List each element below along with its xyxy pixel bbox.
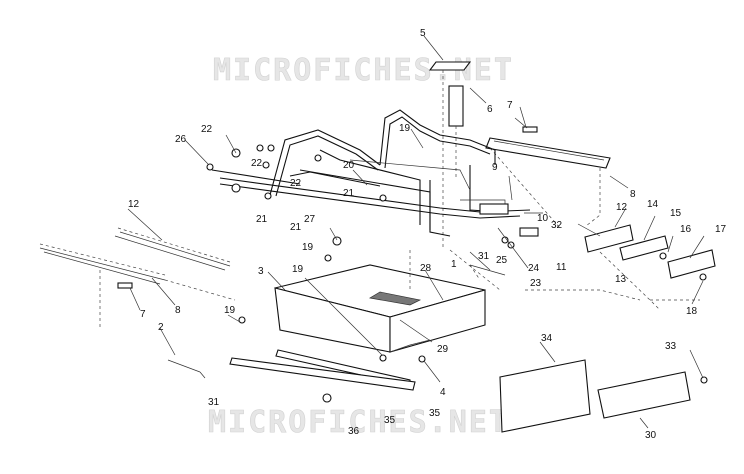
callout-2: 2 — [158, 322, 164, 333]
callout-13: 13 — [615, 274, 627, 285]
callout-32: 32 — [551, 220, 563, 231]
callout-15: 15 — [670, 208, 682, 219]
callout-10: 10 — [537, 213, 549, 224]
angle-bar-top — [485, 137, 629, 229]
pin-left — [117, 282, 141, 311]
callout-29: 29 — [437, 344, 449, 355]
side-rail-left-upper — [114, 227, 231, 271]
fasteners-11-24-25 — [497, 212, 543, 269]
bolt-4 — [418, 355, 441, 383]
side-rail-left-lower — [39, 243, 236, 330]
watermark-top: MICROFICHES.NET — [213, 53, 514, 88]
washer-27 — [329, 227, 342, 246]
tubular-rack — [219, 109, 531, 237]
callout-26: 26 — [175, 134, 187, 145]
nuts-21 — [231, 154, 387, 202]
callout-labels: 5 6 7 19 22 22 22 26 20 21 21 21 9 8 12 … — [128, 28, 727, 441]
callout-3: 3 — [258, 266, 264, 277]
bolts-19 — [238, 254, 387, 362]
pin-top — [514, 117, 538, 133]
leader-lines — [127, 35, 705, 363]
plate-34 — [499, 359, 591, 433]
callout-19-mid: 19 — [302, 242, 314, 253]
callout-24: 24 — [528, 263, 540, 274]
callout-19-left: 19 — [224, 305, 236, 316]
callout-33: 33 — [665, 341, 677, 352]
strip-35-lower — [229, 357, 416, 391]
callout-36: 36 — [348, 426, 360, 437]
callout-23: 23 — [530, 278, 542, 289]
screw-36 — [322, 393, 332, 403]
callout-11: 11 — [556, 262, 567, 273]
callout-31-top: 31 — [478, 251, 490, 262]
callout-21-a: 21 — [343, 188, 355, 199]
callout-21-c: 21 — [290, 222, 302, 233]
bracket-cluster — [577, 223, 716, 311]
callout-17: 17 — [715, 224, 727, 235]
watermark-bottom: MICROFICHES.NET — [208, 405, 509, 440]
callout-4: 4 — [440, 387, 446, 398]
callout-20: 20 — [343, 160, 355, 171]
callout-19-top: 19 — [399, 123, 411, 134]
callout-25: 25 — [496, 255, 508, 266]
callout-5: 5 — [420, 28, 426, 39]
callout-28: 28 — [420, 263, 432, 274]
callout-27: 27 — [304, 214, 316, 225]
callout-22-a: 22 — [201, 124, 213, 135]
callout-7-left: 7 — [140, 309, 146, 320]
plate-30 — [597, 371, 691, 429]
callout-1: 1 — [451, 259, 457, 270]
bolts-22 — [225, 134, 275, 158]
callout-21-b: 21 — [256, 214, 268, 225]
callout-34: 34 — [541, 333, 553, 344]
callout-35-b: 35 — [429, 408, 441, 419]
callout-12-left: 12 — [128, 199, 140, 210]
rod-31-upper — [469, 264, 506, 281]
callout-7-top: 7 — [507, 100, 513, 111]
callout-16: 16 — [680, 224, 692, 235]
callout-9: 9 — [492, 162, 498, 173]
callout-18: 18 — [686, 306, 698, 317]
callout-31-bottom: 31 — [208, 397, 220, 408]
bolt-33 — [689, 349, 708, 384]
rod-2 — [167, 359, 206, 379]
callout-19-box: 19 — [292, 264, 304, 275]
post-assembly — [428, 61, 472, 250]
callout-6: 6 — [487, 104, 493, 115]
callout-22-c: 22 — [290, 178, 302, 189]
rod-26 — [206, 163, 301, 185]
callout-35-a: 35 — [384, 415, 396, 426]
callout-30: 30 — [645, 430, 657, 441]
callout-14: 14 — [647, 199, 659, 210]
main-body-box — [274, 249, 641, 353]
callout-22-b: 22 — [251, 158, 263, 169]
callout-8-left: 8 — [175, 305, 181, 316]
callout-12-right: 12 — [616, 202, 628, 213]
callout-8-top: 8 — [630, 189, 636, 200]
